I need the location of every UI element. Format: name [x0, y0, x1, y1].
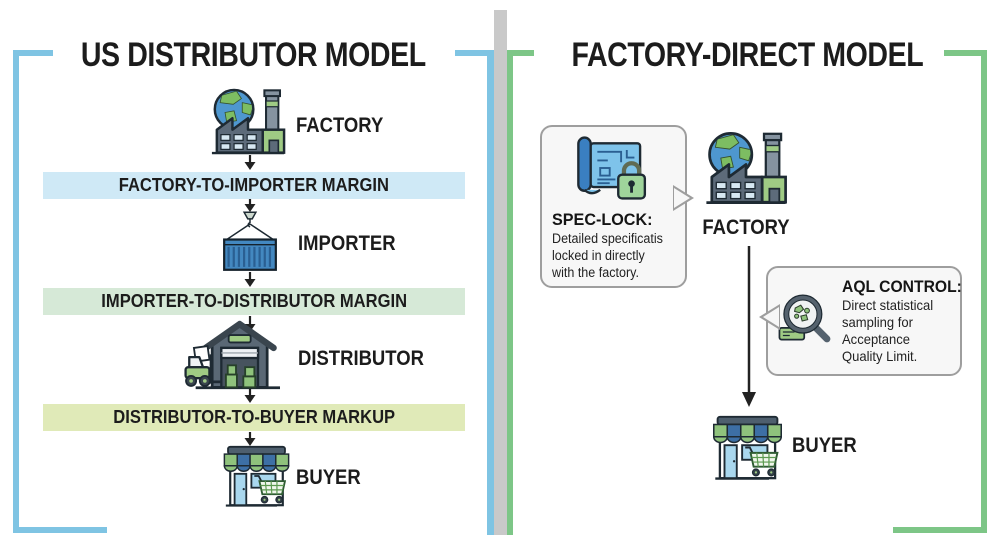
down-arrow-icon: [742, 246, 756, 407]
callout-line: Acceptance: [842, 330, 911, 347]
down-arrow-icon: [244, 199, 256, 212]
callout-line: Detailed specificatis: [552, 231, 663, 246]
callout-line: Direct statistical: [842, 296, 934, 313]
left-panel-title-text: US DISTRIBUTOR MODEL: [80, 35, 426, 74]
markup-bar-distributor-to-buyer: DISTRIBUTOR-TO-BUYER MARKUP: [43, 404, 465, 431]
callout-heading: AQL CONTROL:: [842, 277, 962, 296]
aql-control-callout: AQL CONTROL: Direct statistical sampling…: [759, 266, 962, 376]
right-panel-title-text: FACTORY-DIRECT MODEL: [571, 35, 923, 74]
right-bracket-right-line: [981, 50, 987, 533]
left-bracket-right-line: [487, 50, 494, 535]
node-label-buyer: BUYER: [296, 466, 361, 489]
storefront-cart-icon: [709, 413, 786, 482]
node-label-factory: FACTORY: [296, 114, 384, 137]
down-arrow-icon: [244, 155, 256, 170]
down-arrow-icon: [244, 272, 256, 287]
node-label-factory: FACTORY: [702, 216, 790, 239]
factory-icon: [701, 130, 791, 206]
right-bracket-top-arm: [507, 50, 534, 56]
shipping-container-icon: [213, 210, 287, 272]
callout-line: Quality Limit.: [842, 347, 918, 364]
margin-bar-importer-to-distributor: IMPORTER-TO-DISTRIBUTOR MARGIN: [43, 288, 465, 315]
right-bracket-top-dash: [944, 50, 987, 56]
center-divider-bar: [494, 10, 507, 535]
node-label-importer: IMPORTER: [298, 232, 396, 255]
left-bracket-bottom-arm: [13, 527, 107, 533]
callout-line: locked in directly: [552, 248, 645, 263]
factory-icon: [207, 87, 289, 156]
callout-line: sampling for: [842, 313, 913, 330]
right-bracket-left-line: [507, 50, 513, 535]
node-label-buyer: BUYER: [792, 434, 857, 457]
magnifier-sample-icon: [776, 290, 838, 352]
left-bracket-top-arm: [13, 50, 53, 56]
callout-line: with the factory.: [552, 265, 639, 280]
down-arrow-icon: [244, 432, 256, 446]
left-bracket-left-line: [13, 50, 19, 533]
right-bracket-bottom-arm: [893, 527, 987, 533]
blueprint-lock-icon: [566, 130, 661, 206]
storefront-cart-icon: [220, 443, 293, 509]
node-label-distributor: DISTRIBUTOR: [298, 347, 424, 370]
callout-heading: SPEC-LOCK:: [552, 210, 653, 229]
margin-bar-label: FACTORY-TO-IMPORTER MARGIN: [118, 175, 390, 195]
margin-bar-label: IMPORTER-TO-DISTRIBUTOR MARGIN: [101, 291, 407, 311]
down-arrow-icon: [244, 389, 256, 403]
margin-bar-label: DISTRIBUTOR-TO-BUYER MARKUP: [113, 407, 395, 427]
right-panel-title: FACTORY-DIRECT MODEL: [514, 33, 980, 77]
spec-lock-callout: SPEC-LOCK: Detailed specificatis locked …: [540, 125, 694, 288]
warehouse-forklift-icon: [181, 314, 291, 391]
left-bracket-top-dash: [455, 50, 494, 56]
left-panel-title: US DISTRIBUTOR MODEL: [20, 33, 486, 77]
margin-bar-factory-to-importer: FACTORY-TO-IMPORTER MARGIN: [43, 172, 465, 199]
